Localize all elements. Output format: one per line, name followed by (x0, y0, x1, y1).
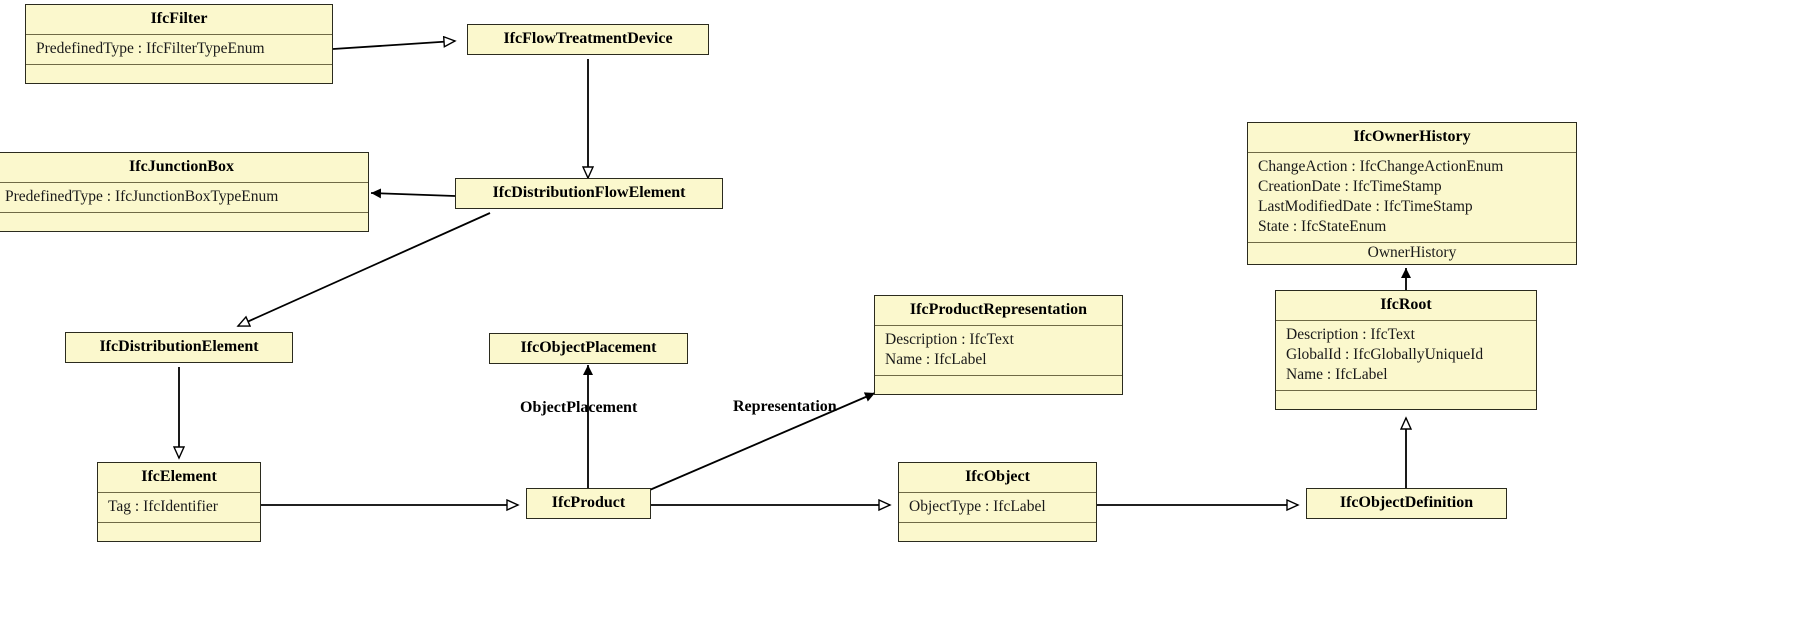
attribute-row: State : IfcStateEnum (1258, 218, 1387, 236)
class-name-ifcdistributionelement: IfcDistributionElement (99, 338, 259, 355)
edge-ifcdistributionflowelement-to-ifcjunctionbox (370, 188, 456, 199)
attribute-row: ChangeAction : IfcChangeActionEnum (1258, 157, 1504, 175)
attribute-row: Description : IfcText (1286, 325, 1415, 343)
attribute-row: Name : IfcLabel (1286, 365, 1388, 383)
class-box-ifcdistributionelement[interactable]: IfcDistributionElement (65, 332, 293, 363)
attribute-row: CreationDate : IfcTimeStamp (1258, 177, 1442, 195)
class-name-ifcproduct: IfcProduct (551, 494, 626, 511)
class-name-ifcflowtreatmentdevice: IfcFlowTreatmentDevice (503, 30, 673, 47)
attribute-row: Tag : IfcIdentifier (108, 497, 218, 515)
class-name-ifcobject: IfcObject (965, 468, 1030, 485)
attribute-row: GlobalId : IfcGloballyUniqueId (1286, 345, 1484, 363)
class-box-ifcdistributionflowelement[interactable]: IfcDistributionFlowElement (455, 178, 723, 209)
attribute-row: ObjectType : IfcLabel (909, 497, 1046, 515)
class-box-ifcobjectdefinition[interactable]: IfcObjectDefinition (1306, 488, 1507, 519)
class-name-ifcroot: IfcRoot (1380, 296, 1432, 313)
edge-label-representation: Representation (733, 398, 837, 415)
class-attributes-ifcjunctionbox: PredefinedType : IfcJunctionBoxTypeEnum (0, 181, 368, 212)
class-attributes-ifcelement: Tag : IfcIdentifier (98, 491, 260, 522)
class-box-ifcobjectplacement[interactable]: IfcObjectPlacement (489, 333, 688, 364)
attribute-row: Description : IfcText (885, 330, 1014, 348)
class-name-ifcproductrepresentation: IfcProductRepresentation (909, 301, 1088, 318)
class-box-ifcelement[interactable]: IfcElement Tag : IfcIdentifier (97, 462, 261, 542)
class-box-ifcroot[interactable]: IfcRoot Description : IfcText GlobalId :… (1275, 290, 1537, 411)
class-operations-ifcproductrepresentation (875, 374, 1122, 394)
class-box-ifcobject[interactable]: IfcObject ObjectType : IfcLabel (898, 462, 1097, 542)
class-attributes-ifcownerhistory: ChangeAction : IfcChangeActionEnum Creat… (1248, 151, 1576, 243)
class-name-ifcfilter: IfcFilter (150, 10, 208, 27)
class-name-ifcjunctionbox: IfcJunctionBox (129, 158, 234, 175)
class-box-ifcfilter[interactable]: IfcFilter PredefinedType : IfcFilterType… (25, 4, 333, 84)
class-operations-ifcroot (1276, 390, 1536, 409)
class-name-ifcdistributionflowelement: IfcDistributionFlowElement (492, 184, 686, 201)
class-box-ifcownerhistory[interactable]: IfcOwnerHistory ChangeAction : IfcChange… (1247, 122, 1577, 265)
edge-label-objectplacement: ObjectPlacement (520, 399, 638, 416)
class-box-ifcjunctionbox[interactable]: IfcJunctionBox PredefinedType : IfcJunct… (0, 152, 369, 232)
class-attributes-ifcfilter: PredefinedType : IfcFilterTypeEnum (26, 33, 332, 64)
edge-ifcfilter-to-ifcflowtreatmentdevice (332, 41, 455, 50)
class-box-ifcproduct[interactable]: IfcProduct (526, 488, 651, 519)
class-box-ifcproductrepresentation[interactable]: IfcProductRepresentation Description : I… (874, 295, 1123, 395)
attribute-row: PredefinedType : IfcFilterTypeEnum (36, 39, 265, 57)
class-operations-ifcjunctionbox (0, 211, 368, 231)
attribute-row: Name : IfcLabel (885, 350, 987, 368)
class-attributes-ifcroot: Description : IfcText GlobalId : IfcGlob… (1276, 319, 1536, 390)
class-operations-ifcelement (98, 521, 260, 541)
class-name-ifcobjectdefinition: IfcObjectDefinition (1339, 494, 1474, 511)
class-attributes-ifcproductrepresentation: Description : IfcText Name : IfcLabel (875, 324, 1122, 375)
class-operations-ifcownerhistory: OwnerHistory (1248, 242, 1576, 264)
class-name-ifcownerhistory: IfcOwnerHistory (1353, 128, 1471, 145)
class-name-ifcelement: IfcElement (141, 468, 217, 485)
class-box-ifcflowtreatmentdevice[interactable]: IfcFlowTreatmentDevice (467, 24, 709, 55)
class-attributes-ifcobject: ObjectType : IfcLabel (899, 491, 1096, 522)
attribute-row: LastModifiedDate : IfcTimeStamp (1258, 197, 1473, 215)
attribute-row: PredefinedType : IfcJunctionBoxTypeEnum (5, 187, 279, 205)
class-operations-ifcfilter (26, 63, 332, 83)
class-name-ifcobjectplacement: IfcObjectPlacement (520, 339, 657, 356)
class-operations-ifcobject (899, 521, 1096, 541)
